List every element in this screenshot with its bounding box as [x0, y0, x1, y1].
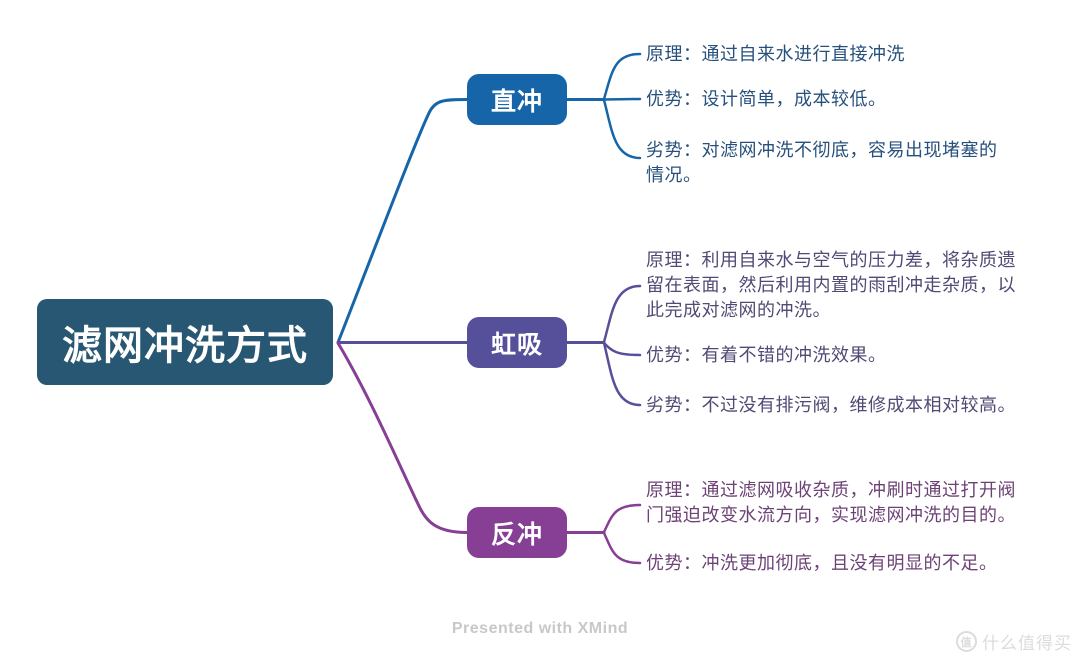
leaf-topic-advantage[interactable]: 优势：设计简单，成本较低。 [646, 89, 887, 109]
leaf-topic-disadvantage[interactable]: 劣势：对滤网冲洗不彻底，容易出现堵塞的情况。 [646, 140, 998, 185]
branch3-connectors [336, 341, 642, 565]
smzdm-watermark: 值 什么值得买 [956, 629, 1072, 654]
smzdm-logo-icon: 值 [956, 631, 977, 652]
leaf-topic-disadvantage[interactable]: 劣势：不过没有排污阀，维修成本相对较高。 [646, 395, 1016, 415]
branch-topic-backflush[interactable]: 反冲 [467, 507, 567, 558]
root-topic-filter-flush-methods[interactable]: 滤网冲洗方式 [37, 299, 333, 385]
leaf-topic-principle[interactable]: 原理：通过自来水进行直接冲洗 [646, 44, 905, 64]
leaf-topic-advantage[interactable]: 优势：冲洗更加彻底，且没有明显的不足。 [646, 553, 998, 573]
branch-topic-direct-flush[interactable]: 直冲 [467, 74, 567, 125]
branch1-connectors [336, 52, 642, 344]
branch-topic-siphon[interactable]: 虹吸 [467, 317, 567, 368]
leaf-topic-principle[interactable]: 原理：利用自来水与空气的压力差，将杂质遗留在表面，然后利用内置的雨刮冲走杂质，以… [646, 250, 1016, 320]
leaf-topic-advantage[interactable]: 优势：有着不错的冲洗效果。 [646, 345, 887, 365]
leaf-topic-principle[interactable]: 原理：通过滤网吸收杂质，冲刷时通过打开阀门强迫改变水流方向，实现滤网冲洗的目的。 [646, 480, 1016, 525]
smzdm-watermark-label: 什么值得买 [982, 634, 1072, 653]
xmind-credit-text: Presented with XMind [451, 620, 629, 637]
branch2-connectors [336, 284, 642, 407]
